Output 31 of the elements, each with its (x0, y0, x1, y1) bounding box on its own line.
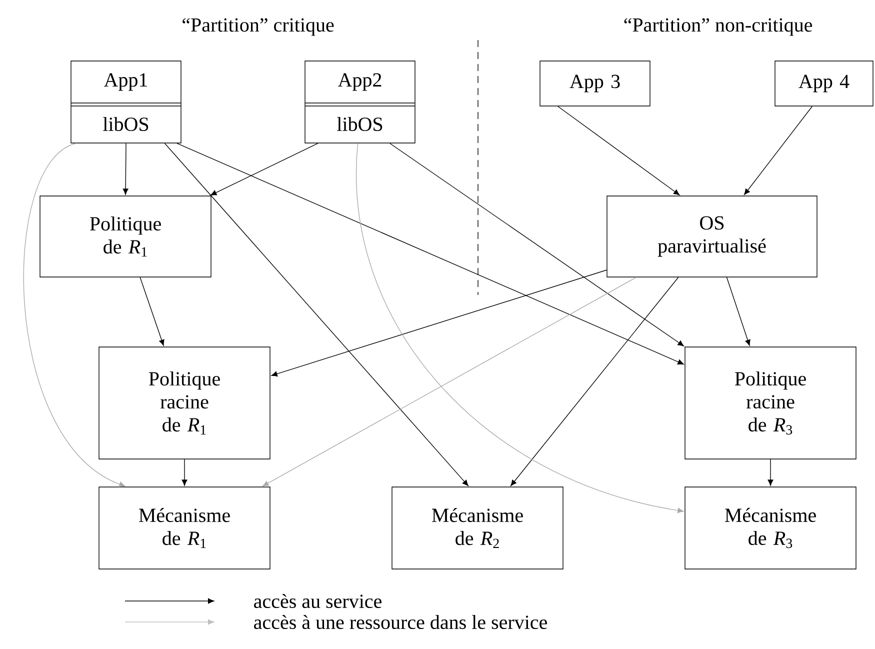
legend-text: accès au service (254, 594, 382, 608)
process-box: Politique de R$_{1}$ (40, 196, 212, 278)
partition-heading: “Partition” non-critique (624, 18, 812, 36)
arrow (164, 143, 468, 486)
split-box: App1 libOS (70, 60, 182, 144)
arrow (768, 459, 774, 486)
process-box: Politique racine de R$_{3}$ (684, 346, 856, 460)
process-box: Mécanisme de R$_{3}$ (684, 486, 856, 570)
arrow (726, 277, 750, 346)
arrow (271, 270, 607, 377)
arrow (176, 143, 684, 365)
process-box: App 3 (540, 60, 650, 106)
process-box: OS paravirtualisé (606, 196, 818, 278)
arrow (510, 277, 679, 486)
arrow (210, 143, 318, 196)
arrow (356, 143, 684, 514)
process-box: Mécanisme de R$_{1}$ (98, 486, 270, 570)
arrow (140, 277, 164, 346)
arrow (744, 106, 813, 195)
arrow (182, 459, 188, 486)
process-box: App 4 (774, 60, 874, 106)
split-box: App2 libOS (304, 60, 416, 144)
arrow (262, 277, 636, 486)
partition-heading: “Partition” critique (182, 18, 334, 36)
arrow (122, 143, 128, 195)
legend-text: accès à une ressource dans le service (254, 614, 547, 630)
process-box: Mécanisme de R$_{2}$ (392, 486, 564, 570)
process-box: Politique racine de R$_{1}$ (98, 346, 270, 460)
arrow (390, 143, 684, 346)
arrow (558, 106, 680, 196)
arrow (23, 143, 126, 487)
